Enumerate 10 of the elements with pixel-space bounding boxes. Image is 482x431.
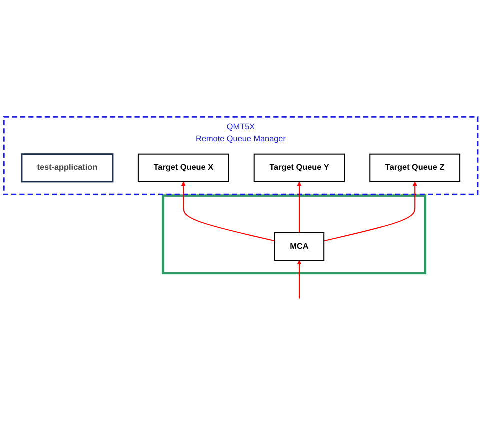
arrow bbox=[181, 182, 275, 242]
node-box: Target Queue Z bbox=[370, 154, 461, 182]
arrow bbox=[297, 182, 302, 233]
node-box: Target Queue Y bbox=[254, 154, 346, 182]
cluster bbox=[162, 194, 427, 274]
node-box: MCA bbox=[274, 232, 325, 261]
node-box: test-application bbox=[21, 153, 114, 183]
arrow bbox=[297, 260, 302, 299]
node-box: Target Queue X bbox=[138, 154, 230, 182]
arrow bbox=[324, 182, 418, 242]
